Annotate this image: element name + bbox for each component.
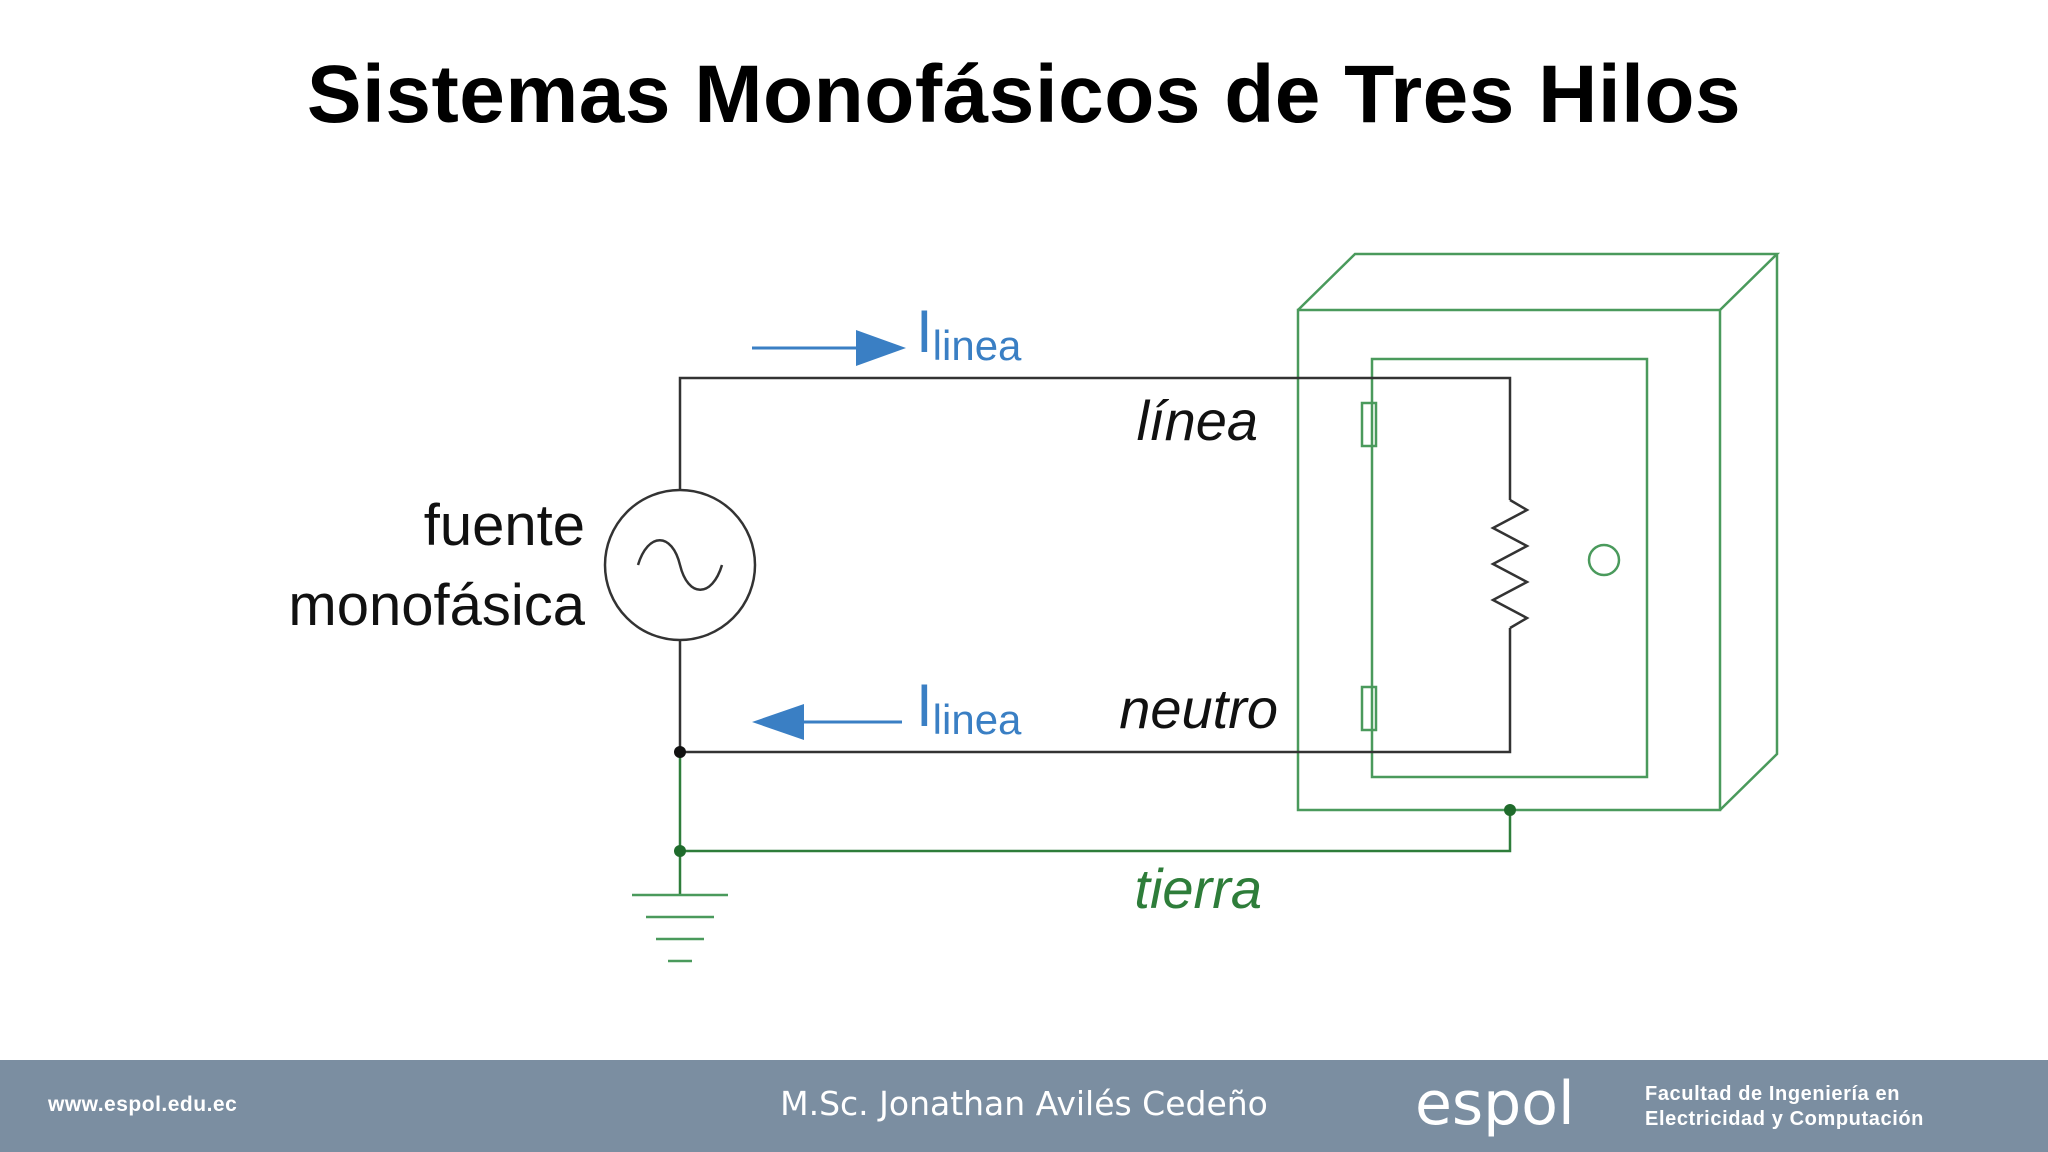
line-wire bbox=[678, 376, 1512, 500]
resistor-icon bbox=[1490, 498, 1530, 630]
footer-bar: www.espol.edu.ec M.Sc. Jonathan Avilés C… bbox=[0, 1060, 2048, 1152]
wire-neutral-label: neutro bbox=[1119, 677, 1278, 740]
neutral-wire bbox=[678, 628, 1512, 754]
three-wire-circuit-diagram: Ilinea Ilinea línea neutro tierra fuente… bbox=[288, 252, 1781, 963]
slide-title: Sistemas Monofásicos de Tres Hilos bbox=[306, 49, 1742, 140]
wire-line-label: línea bbox=[1137, 389, 1258, 452]
source-label-line1: fuente bbox=[424, 493, 585, 558]
footer-author: M.Sc. Jonathan Avilés Cedeño bbox=[780, 1084, 1268, 1123]
source-label-line2: monofásica bbox=[288, 573, 585, 638]
current-label-bottom: Ilinea bbox=[916, 672, 1022, 743]
footer-faculty: Facultad de Ingeniería en Electricidad y… bbox=[1645, 1082, 1924, 1132]
neutral-terminal bbox=[1360, 685, 1378, 732]
line-terminal bbox=[1360, 401, 1378, 448]
current-arrow-left-icon bbox=[752, 704, 902, 740]
footer-url[interactable]: www.espol.edu.ec bbox=[48, 1093, 238, 1116]
ac-source-icon bbox=[603, 488, 757, 642]
indicator-light bbox=[1587, 543, 1621, 577]
wire-ground-label: tierra bbox=[1134, 857, 1262, 920]
espol-logo: espol bbox=[1415, 1072, 1575, 1139]
svg-text:espol: espol bbox=[1415, 1072, 1575, 1139]
footer-faculty-line1: Facultad de Ingeniería en bbox=[1645, 1083, 1901, 1105]
ground-return-wire bbox=[680, 810, 1512, 853]
neutral-junction-dot bbox=[674, 746, 686, 758]
appliance-enclosure bbox=[1296, 252, 1781, 812]
ground-junction-dot bbox=[674, 845, 686, 857]
footer-faculty-line2: Electricidad y Computación bbox=[1645, 1108, 1924, 1130]
current-arrow-right-icon bbox=[752, 330, 906, 366]
ground-icon bbox=[632, 893, 728, 963]
enclosure-ground-dot bbox=[1504, 804, 1516, 816]
current-label-top: Ilinea bbox=[916, 298, 1022, 369]
